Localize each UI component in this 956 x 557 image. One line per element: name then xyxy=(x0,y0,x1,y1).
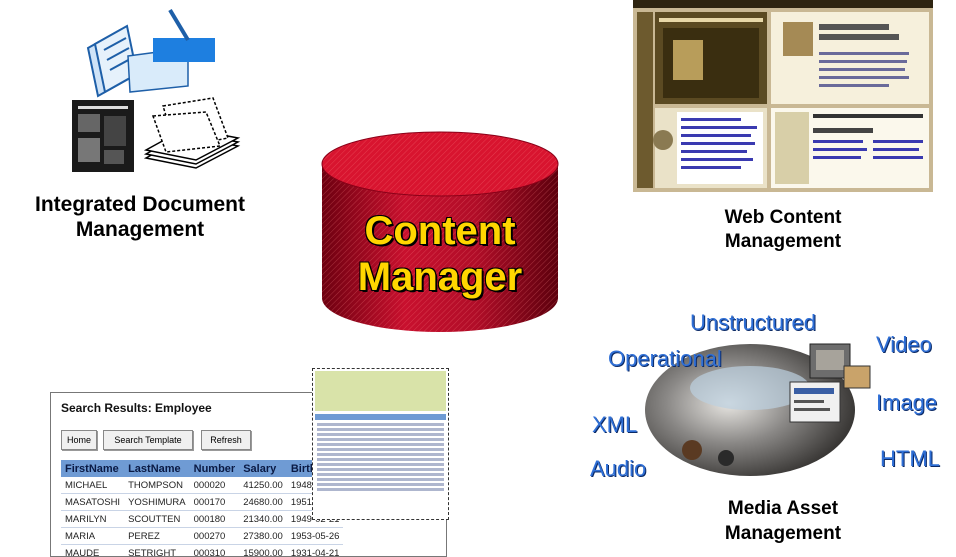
table-row[interactable]: MASATOSHI YOSHIMURA 000170 24680.00 1951 xyxy=(61,494,343,511)
text-line xyxy=(317,443,444,446)
text-line xyxy=(317,428,444,431)
media-word-video: Video xyxy=(876,332,932,358)
column-header[interactable]: Salary xyxy=(239,460,287,477)
results-header-row: FirstName LastName Number Salary Birth xyxy=(61,460,343,477)
secondary-results-window xyxy=(312,368,449,520)
text-line xyxy=(317,438,444,441)
secondary-results-bar xyxy=(315,414,446,420)
printout-stack-icon xyxy=(146,98,238,168)
search-results-title: Search Results: Employee xyxy=(61,401,212,415)
cell: 41250.00 xyxy=(239,477,287,494)
results-table: FirstName LastName Number Salary Birth M… xyxy=(61,460,343,557)
content-manager-line2: Manager xyxy=(316,254,564,300)
cell: THOMPSON xyxy=(124,477,190,494)
column-header[interactable]: FirstName xyxy=(61,460,124,477)
dark-document-icon xyxy=(72,100,134,172)
cell: 000310 xyxy=(190,545,240,557)
column-header[interactable]: LastName xyxy=(124,460,190,477)
media-word-html: HTML xyxy=(880,446,940,472)
cell: 000270 xyxy=(190,528,240,545)
cell: MICHAEL xyxy=(61,477,124,494)
cell: 1931-04-21 xyxy=(287,545,344,557)
cell: MAUDE xyxy=(61,545,124,557)
document-illustration xyxy=(68,8,243,178)
cell: PEREZ xyxy=(124,528,190,545)
idm-caption-line1: Integrated Document xyxy=(0,192,280,217)
text-line xyxy=(317,448,444,451)
cell: 21340.00 xyxy=(239,511,287,528)
cell: 1953-05-26 xyxy=(287,528,344,545)
cell: 24680.00 xyxy=(239,494,287,511)
column-header[interactable]: Number xyxy=(190,460,240,477)
table-row[interactable]: MARILYN SCOUTTEN 000180 21340.00 1949-02… xyxy=(61,511,343,528)
table-row[interactable]: MICHAEL THOMPSON 000020 41250.00 1948 xyxy=(61,477,343,494)
text-line xyxy=(317,488,444,491)
refresh-button[interactable]: Refresh xyxy=(201,430,251,450)
media-word-audio: Audio xyxy=(590,456,646,482)
stacked-pages-icon xyxy=(88,10,215,96)
content-manager-label: Content Manager xyxy=(316,208,564,300)
table-row[interactable]: MARIA PEREZ 000270 27380.00 1953-05-26 xyxy=(61,528,343,545)
cell: YOSHIMURA xyxy=(124,494,190,511)
mam-caption: Media Asset Management xyxy=(648,496,918,546)
secondary-results-header xyxy=(315,371,446,411)
media-collage xyxy=(630,318,890,488)
web-content-screenshot xyxy=(633,0,933,192)
text-line xyxy=(317,473,444,476)
cell: MASATOSHI xyxy=(61,494,124,511)
idm-caption: Integrated Document Management xyxy=(0,192,280,242)
cell: 000020 xyxy=(190,477,240,494)
idm-caption-line2: Management xyxy=(0,217,280,242)
cell: 27380.00 xyxy=(239,528,287,545)
media-word-operational: Operational xyxy=(608,346,722,372)
text-line xyxy=(317,433,444,436)
text-line xyxy=(317,463,444,466)
wcm-caption-line2: Management xyxy=(648,230,918,254)
media-word-xml: XML xyxy=(592,412,637,438)
text-line xyxy=(317,483,444,486)
wcm-caption: Web Content Management xyxy=(648,206,918,254)
mam-caption-line2: Management xyxy=(648,521,918,546)
text-line xyxy=(317,458,444,461)
cell: 000180 xyxy=(190,511,240,528)
media-word-image: Image xyxy=(876,390,937,416)
cell: 000170 xyxy=(190,494,240,511)
cell: MARILYN xyxy=(61,511,124,528)
wcm-caption-line1: Web Content xyxy=(648,206,918,230)
text-line xyxy=(317,453,444,456)
table-row[interactable]: MAUDE SETRIGHT 000310 15900.00 1931-04-2… xyxy=(61,545,343,557)
text-line xyxy=(317,423,444,426)
cell: MARIA xyxy=(61,528,124,545)
cell: SCOUTTEN xyxy=(124,511,190,528)
text-line xyxy=(317,478,444,481)
home-button[interactable]: Home xyxy=(61,430,97,450)
cell: 15900.00 xyxy=(239,545,287,557)
cell: SETRIGHT xyxy=(124,545,190,557)
media-word-unstructured: Unstructured xyxy=(690,310,816,336)
search-template-button[interactable]: Search Template xyxy=(103,430,193,450)
text-line xyxy=(317,468,444,471)
mam-caption-line1: Media Asset xyxy=(648,496,918,521)
content-manager-line1: Content xyxy=(316,208,564,254)
